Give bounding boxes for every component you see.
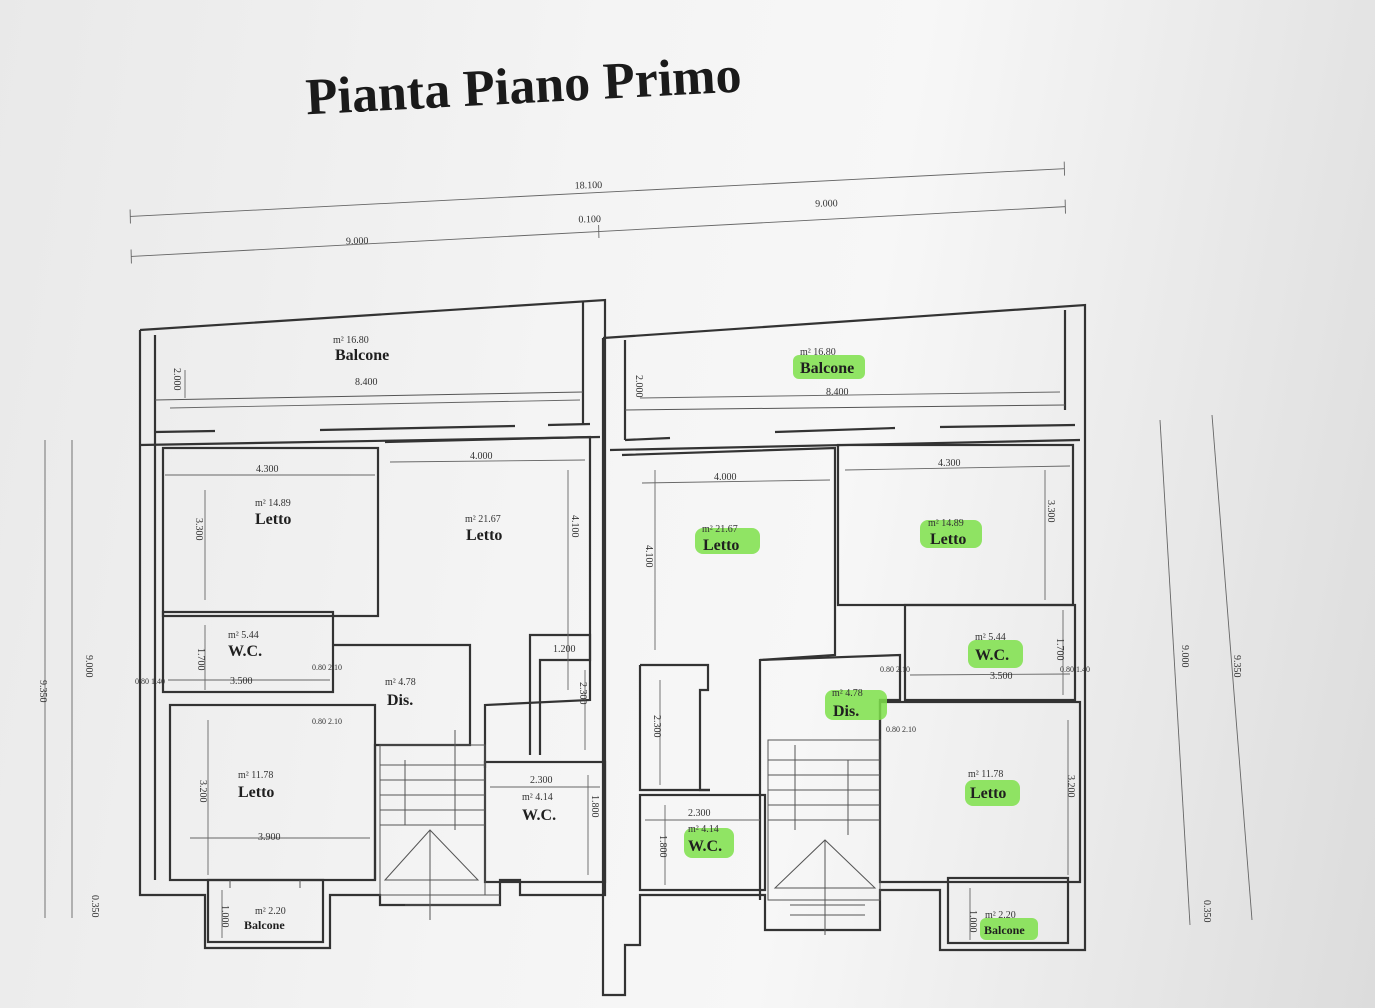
right-wc2-label: W.C.	[688, 838, 722, 855]
left-letto2-label: Letto	[466, 527, 502, 544]
right-balcone-area: m² 16.80	[800, 347, 836, 358]
left-dis-area: m² 4.78	[385, 677, 416, 688]
left-closet-depth: 2.300	[577, 682, 588, 705]
door-label: 0.80 1.40	[135, 677, 165, 686]
door-label: 0.80 1.40	[1060, 665, 1090, 674]
right-letto2-depth: 3.300	[1045, 500, 1056, 523]
side-dimensions-left: 9.350 9.000 0.350	[37, 440, 100, 918]
dim-right-outer: 9.350	[1231, 655, 1242, 678]
right-letto2-area: m² 14.89	[928, 518, 964, 529]
left-letto1-depth: 3.300	[193, 518, 204, 541]
left-staircase	[379, 730, 500, 920]
left-balcone-bottom-depth: 1.000	[219, 905, 230, 928]
left-letto1-label: Letto	[255, 511, 291, 528]
left-wc2-width: 2.300	[530, 775, 553, 786]
left-wc1-width: 3.500	[230, 676, 253, 687]
left-wc1-label: W.C.	[228, 643, 262, 660]
left-balcone-area: m² 16.80	[333, 335, 369, 346]
left-balcone-bottom-area: m² 2.20	[255, 906, 286, 917]
right-letto3-label: Letto	[970, 785, 1006, 802]
dim-left: 9.000	[346, 236, 369, 248]
right-letto3-depth: 3.200	[1065, 775, 1076, 798]
left-letto3-area: m² 11.78	[238, 770, 273, 781]
right-balcone-bottom-depth: 1.000	[967, 910, 978, 933]
dim-left-outer: 9.350	[37, 680, 48, 703]
right-balcone-bottom-label: Balcone	[984, 923, 1025, 937]
right-dis-area: m² 4.78	[832, 688, 863, 699]
left-wc2-label: W.C.	[522, 807, 556, 824]
left-wc1-area: m² 5.44	[228, 630, 259, 641]
right-balcone-label: Balcone	[800, 360, 854, 377]
right-unit: 8.400 2.000 4.000 4.100 4.300 3.300 3.50…	[601, 303, 1087, 997]
left-balcone-bottom-label: Balcone	[244, 918, 285, 932]
right-balcone-bottom-area: m² 2.20	[985, 910, 1016, 921]
right-letto1-width: 4.000	[714, 472, 737, 483]
dim-total: 18.100	[575, 180, 603, 192]
green-highlights	[684, 355, 1038, 940]
left-letto2-depth: 4.100	[569, 515, 580, 538]
right-letto2-label: Letto	[930, 531, 966, 548]
left-letto3-label: Letto	[238, 784, 274, 801]
left-closet-width: 1.200	[553, 644, 576, 655]
right-balcone-depth: 2.000	[633, 375, 644, 398]
left-wc2-depth: 1.800	[589, 795, 600, 818]
left-wc1-depth: 1.700	[195, 648, 206, 671]
door-markers: 0.80 2.10 0.80 2.10 0.80 1.40 0.80 2.10 …	[135, 663, 1090, 734]
dim-right-small: 0.350	[1201, 900, 1212, 923]
dim-right-inner: 9.000	[1179, 645, 1190, 668]
left-dis-label: Dis.	[387, 692, 413, 709]
plan-title: Pianta Piano Primo	[304, 47, 743, 127]
left-letto2-area: m² 21.67	[465, 514, 501, 525]
left-unit: 8.400 2.000 4.300 3.300 4.000 4.100 3.50…	[138, 298, 607, 950]
right-letto1-label: Letto	[703, 537, 739, 554]
dim-left-inner: 9.000	[83, 655, 94, 678]
right-wc1-depth: 1.700	[1054, 638, 1065, 661]
left-balcone-depth: 2.000	[171, 368, 182, 391]
right-wc1-area: m² 5.44	[975, 632, 1006, 643]
dim-right: 9.000	[815, 198, 838, 210]
right-letto3-area: m² 11.78	[968, 769, 1003, 780]
door-label: 0.80 2.10	[880, 665, 910, 674]
right-letto1-area: m² 21.67	[702, 524, 738, 535]
right-staircase	[767, 739, 881, 935]
overall-dimensions: 18.100 9.000 0.100 9.000	[129, 161, 1066, 264]
right-letto1-depth: 4.100	[643, 545, 654, 568]
right-wc2-depth: 1.800	[657, 835, 668, 858]
door-label: 0.80 2.10	[312, 663, 342, 672]
dim-left-small: 0.350	[89, 895, 100, 918]
door-label: 0.80 2.10	[312, 717, 342, 726]
left-balcone-label: Balcone	[335, 347, 389, 364]
right-wc2-area: m² 4.14	[688, 824, 719, 835]
door-label: 0.80 2.10	[886, 725, 916, 734]
right-wc1-width: 3.500	[990, 671, 1013, 682]
left-wc2-area: m² 4.14	[522, 792, 553, 803]
right-closet-depth: 2.300	[651, 715, 662, 738]
right-wc1-label: W.C.	[975, 647, 1009, 664]
left-balcone-width: 8.400	[355, 377, 378, 388]
left-letto3-width: 3.900	[258, 832, 281, 843]
left-letto3-depth: 3.200	[197, 780, 208, 803]
right-letto2-width: 4.300	[938, 458, 961, 469]
left-letto1-area: m² 14.89	[255, 498, 291, 509]
left-letto2-width: 4.000	[470, 451, 493, 462]
side-dimensions-right: 9.000 9.350 0.350	[1159, 414, 1253, 926]
left-letto1-width: 4.300	[256, 464, 279, 475]
right-balcone-width: 8.400	[826, 387, 849, 398]
dim-gap: 0.100	[578, 214, 601, 226]
right-dis-label: Dis.	[833, 703, 859, 720]
right-wc2-width: 2.300	[688, 808, 711, 819]
